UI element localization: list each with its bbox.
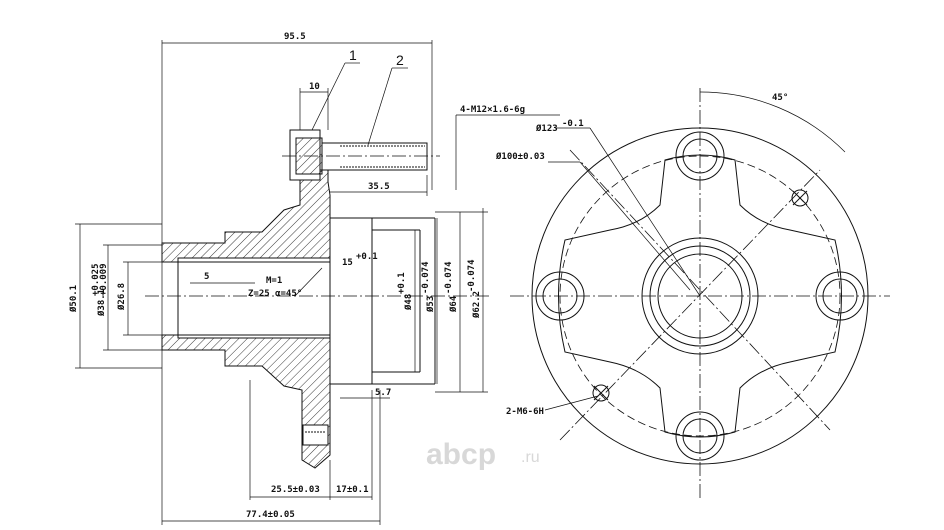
dim-thread: 4-M12×1.6-6g [460, 105, 525, 115]
part-label-2: 2 [396, 52, 404, 68]
dim-flange-length: 10 [309, 82, 320, 92]
dim-stud-length: 35.5 [368, 182, 390, 192]
dim-holes-m6: 2-M6-6H [506, 407, 544, 417]
dim-d53: Ø53 [425, 296, 436, 313]
dim-pcd-123-tol: -0.1 [562, 119, 584, 129]
part-label-1: 1 [349, 47, 357, 63]
dim-spline-teeth: Z=25 α=45° [248, 289, 302, 299]
dim-total-length: 95.5 [284, 32, 306, 42]
dim-d-spline-tol-up: +0.025 [91, 263, 101, 296]
dim-angle: 45° [772, 93, 788, 103]
watermark-brand: abcp [426, 438, 496, 471]
dim-chamfer: 15 [342, 258, 353, 268]
dim-bore-depth: 5 [204, 272, 209, 282]
dim-spline-module: M=1 [266, 276, 282, 286]
dim-d-inner: Ø26.8 [116, 283, 127, 311]
dim-d48: Ø48 [403, 294, 414, 311]
watermark-suffix: .ru [521, 449, 540, 466]
stud-shank [321, 142, 428, 171]
dim-chamfer-tol: +0.1 [356, 252, 378, 262]
dim-d62-tol: -0.074 [467, 259, 477, 292]
dim-d64: Ø64 [448, 295, 459, 313]
dim-d-outer: Ø50.1 [68, 285, 79, 313]
dim-len-77-4: 77.4±0.05 [246, 510, 295, 520]
dim-len-17: 17±0.1 [336, 485, 369, 495]
dim-d64-tol: -0.074 [444, 261, 454, 294]
dim-d53-tol: -0.074 [421, 261, 431, 294]
annotation-texts: 1 2 95.5 10 4-M12×1.6-6g 35.5 5 M=1 Z=25… [68, 32, 788, 520]
dim-d62: Ø62.2 [471, 291, 482, 319]
dim-pcd-100: Ø100±0.03 [495, 151, 545, 162]
section-dimensions [75, 40, 560, 525]
section-view [145, 129, 490, 469]
flange-star-outline [558, 154, 842, 438]
dim-d48-tol: +0.1 [397, 272, 407, 294]
dim-pcd-123: Ø123 [535, 123, 558, 134]
front-view [510, 88, 890, 500]
dim-d-spline-tol-lo: +0.009 [99, 263, 109, 296]
dim-len-25-5: 25.5±0.03 [271, 485, 320, 495]
dim-step: 5.7 [375, 388, 391, 398]
watermark-logo: abcp .ru [426, 438, 540, 471]
dim-d-spline: Ø38.1 [96, 289, 107, 317]
